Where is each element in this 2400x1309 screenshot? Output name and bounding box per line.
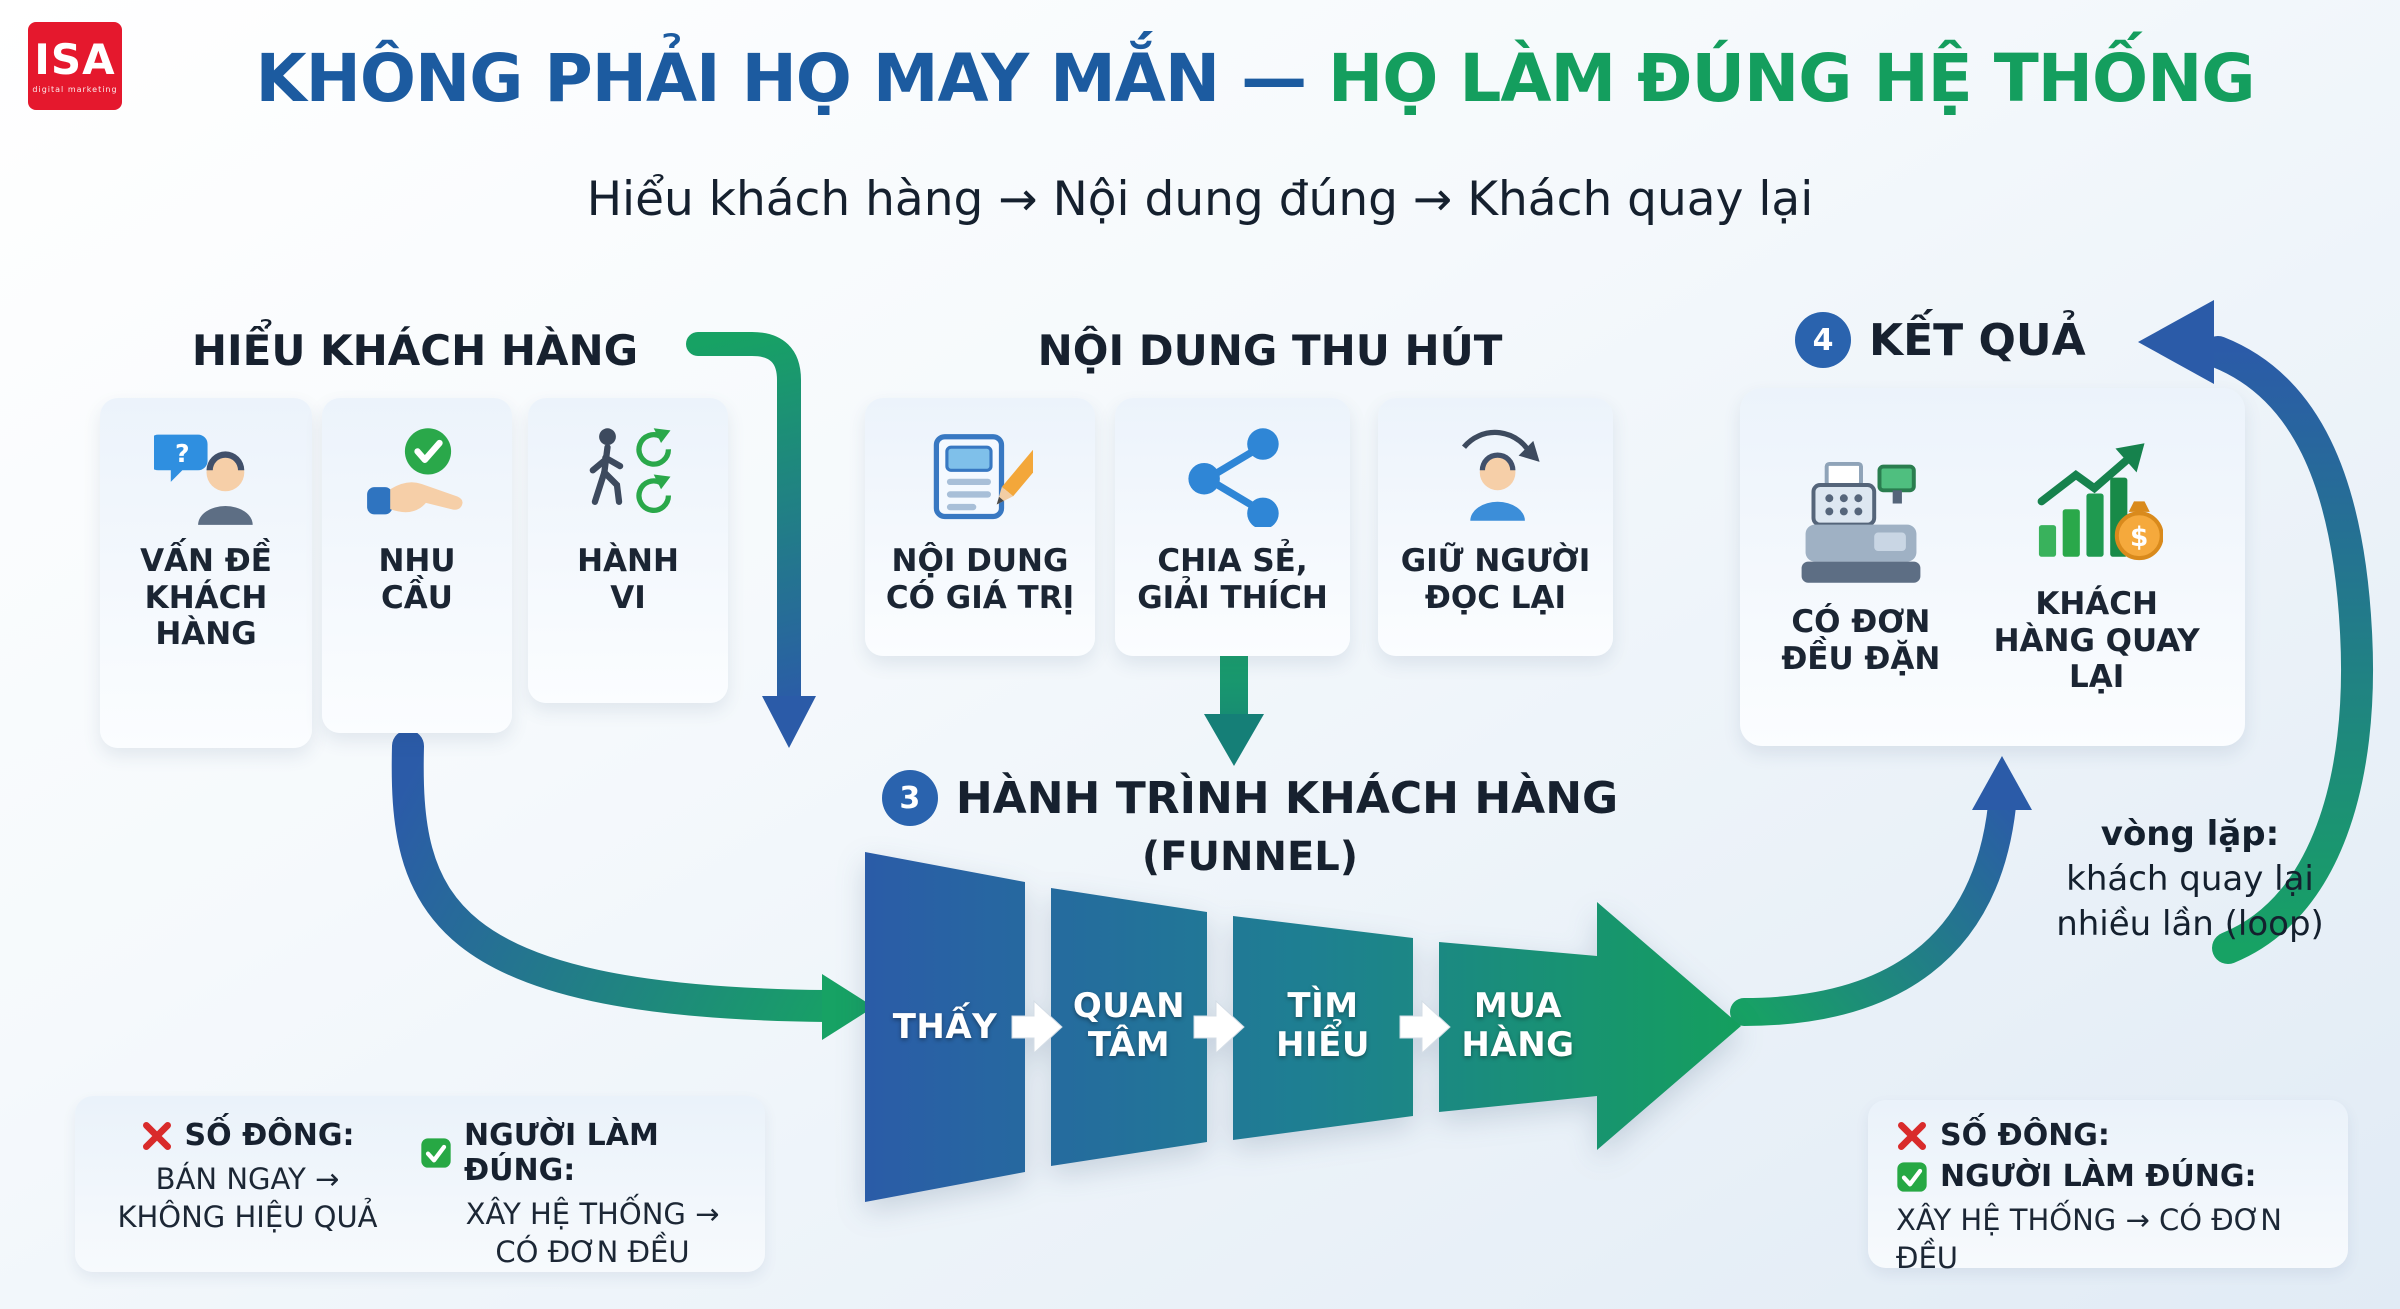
funnel-number-badge: 3	[881, 770, 938, 826]
callout-line: BÁN NGAY →	[155, 1162, 340, 1196]
loop-note-line: vòng lặp:	[2100, 814, 2280, 854]
understand-card-problem: ? VẤN ĐỀ KHÁCH HÀNG	[100, 398, 312, 748]
callout-left: SỐ ĐÔNG: BÁN NGAY → KHÔNG HIỆU QUẢ NGƯỜI…	[75, 1096, 765, 1272]
walking-person-icon	[589, 428, 671, 513]
person-question-icon: ?	[153, 434, 253, 525]
funnel-section-header: 3 HÀNH TRÌNH KHÁCH HÀNG	[860, 770, 1640, 826]
isa-logo-text: ISA	[34, 34, 116, 84]
funnel-stage-label: THẤY	[892, 1007, 998, 1047]
callout-right: SỐ ĐÔNG: NGƯỜI LÀM ĐÚNG: XÂY HỆ THỐNG → …	[1868, 1100, 2348, 1275]
results-section-header: 4 KẾT QUẢ	[1795, 312, 2086, 368]
results-card: CÓ ĐƠN ĐỀU ĐẶN $ KHÁCH HÀNG QUAY LẠI	[1740, 388, 2245, 746]
funnel-stage-shape	[1051, 888, 1207, 1166]
isa-logo: ISA digital marketing	[28, 22, 122, 110]
funnel-graphic	[865, 852, 1741, 1202]
check-icon	[421, 1138, 451, 1168]
main-title-green: HỌ LÀM ĐÚNG HỆ THỐNG	[1328, 40, 2255, 117]
dollar-glyph: $	[2130, 522, 2148, 553]
callout-left-good: NGƯỜI LÀM ĐÚNG: XÂY HỆ THỐNG → CÓ ĐƠN ĐỀ…	[420, 1096, 765, 1272]
funnel-stage-shape	[865, 852, 1025, 1202]
card-label: VẤN ĐỀ KHÁCH HÀNG	[140, 543, 272, 653]
funnel-stage-shape	[1233, 916, 1413, 1140]
card-label: NHU CẦU	[378, 543, 456, 616]
loop-note: vòng lặp: khách quay lại nhiều lần (loop…	[2040, 812, 2340, 947]
question-glyph: ?	[175, 439, 190, 468]
funnel-stage-label: TÌM HIỂU	[1276, 986, 1370, 1066]
callout-line: KHÔNG HIỆU QUẢ	[117, 1199, 378, 1234]
understand-card-needs: NHU CẦU	[322, 398, 512, 733]
hand-check-icon	[366, 428, 463, 515]
content-section-title: NỘI DUNG THU HÚT	[1037, 326, 1503, 375]
card-label: CHIA SẺ, GIẢI THÍCH	[1137, 543, 1328, 616]
cross-icon	[142, 1121, 171, 1150]
chevron-right-icon	[1193, 999, 1245, 1055]
loop-note-line: khách quay lại	[2066, 858, 2314, 899]
results-section-title: KẾT QUẢ	[1869, 314, 2086, 366]
funnel-subtitle: (FUNNEL)	[1141, 834, 1359, 880]
content-card-value: NỘI DUNG CÓ GIÁ TRỊ	[865, 398, 1095, 656]
results-item-returning: $ KHÁCH HÀNG QUAY LẠI	[1982, 438, 2212, 696]
growth-chart-icon: $	[2037, 443, 2163, 561]
funnel-stage-label: MUA HÀNG	[1461, 986, 1575, 1066]
content-card-retain: GIỮ NGƯỜI ĐỌC LẠI	[1378, 398, 1613, 656]
callout-line: XÂY HỆ THỐNG →	[465, 1197, 720, 1231]
loop-note-line: nhiều lần (loop)	[2056, 903, 2324, 944]
card-label: NỘI DUNG CÓ GIÁ TRỊ	[885, 543, 1075, 616]
understand-card-behavior: HÀNH VI	[528, 398, 728, 703]
card-label: HÀNH VI	[577, 543, 679, 616]
chevron-right-icon	[1011, 999, 1063, 1055]
arrow-needs-to-funnel	[391, 730, 874, 1040]
main-title-blue: KHÔNG PHẢI HỌ MAY MẮN —	[255, 40, 1329, 117]
arrow-content-to-funnel	[1204, 638, 1264, 766]
funnel-stage-label: QUAN TÂM	[1072, 986, 1186, 1066]
callout-title: SỐ ĐÔNG:	[184, 1118, 355, 1153]
card-label: GIỮ NGƯỜI ĐỌC LẠI	[1400, 543, 1591, 616]
share-icon	[1188, 428, 1279, 527]
cross-icon	[1898, 1121, 1926, 1150]
funnel-section-title: HÀNH TRÌNH KHÁCH HÀNG	[955, 772, 1619, 824]
arrow-funnel-to-results	[1730, 756, 2032, 1026]
callout-line: XÂY HỆ THỐNG → CÓ ĐƠN ĐỀU	[1896, 1203, 2282, 1275]
check-icon	[1897, 1161, 1927, 1192]
news-pencil-icon	[933, 434, 1033, 520]
callout-left-bad: SỐ ĐÔNG: BÁN NGAY → KHÔNG HIỆU QUẢ	[75, 1096, 420, 1272]
cash-register-icon	[1801, 462, 1921, 584]
funnel-arrow-shape	[1439, 902, 1741, 1150]
isa-logo-subtext: digital marketing	[32, 84, 118, 94]
content-card-share: CHIA SẺ, GIẢI THÍCH	[1115, 398, 1350, 656]
results-item-orders: CÓ ĐƠN ĐỀU ĐẶN	[1773, 456, 1948, 677]
results-number-badge: 4	[1795, 312, 1851, 368]
callout-title: NGƯỜI LÀM ĐÚNG:	[464, 1118, 659, 1188]
card-label: KHÁCH HÀNG QUAY LẠI	[1993, 586, 2200, 696]
callout-title: NGƯỜI LÀM ĐÚNG:	[1940, 1159, 2257, 1194]
subtitle: Hiểu khách hàng → Nội dung đúng → Khách …	[586, 172, 1814, 227]
understand-section-title: HIỂU KHÁCH HÀNG	[191, 326, 639, 375]
callout-title: SỐ ĐÔNG:	[1940, 1118, 2110, 1153]
main-title: KHÔNG PHẢI HỌ MAY MẮN — HỌ LÀM ĐÚNG HỆ T…	[120, 40, 2390, 117]
chevron-right-icon	[1399, 999, 1451, 1055]
person-refresh-icon	[1461, 429, 1540, 521]
callout-line: CÓ ĐƠN ĐỀU	[495, 1234, 690, 1269]
card-label: CÓ ĐƠN ĐỀU ĐẶN	[1781, 604, 1941, 677]
